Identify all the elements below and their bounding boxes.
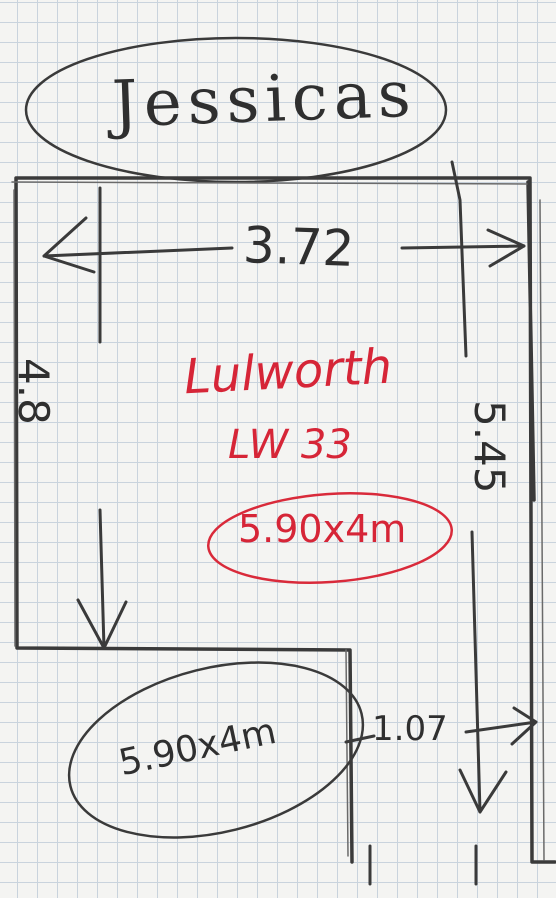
owner-name: Jessicas (110, 57, 418, 143)
room-outline-rough (11, 181, 545, 861)
room-outline (14, 176, 556, 864)
height-right-arrow (450, 160, 508, 814)
model-name: Lulworth (182, 338, 394, 406)
model-size-oval (207, 492, 453, 584)
gap-end-ticks (368, 844, 478, 886)
model-code: LW 33 (228, 422, 352, 468)
secondary-size-oval (67, 661, 365, 839)
owner-oval (24, 36, 448, 184)
height-left-label: 4.8 (9, 358, 58, 425)
height-left-arrow (76, 186, 128, 650)
gap-label: 1.07 (372, 709, 448, 749)
width-top-label: 3.72 (242, 216, 356, 278)
height-right-label: 5.45 (465, 400, 514, 494)
model-size-label: 5.90x4m (238, 507, 407, 551)
